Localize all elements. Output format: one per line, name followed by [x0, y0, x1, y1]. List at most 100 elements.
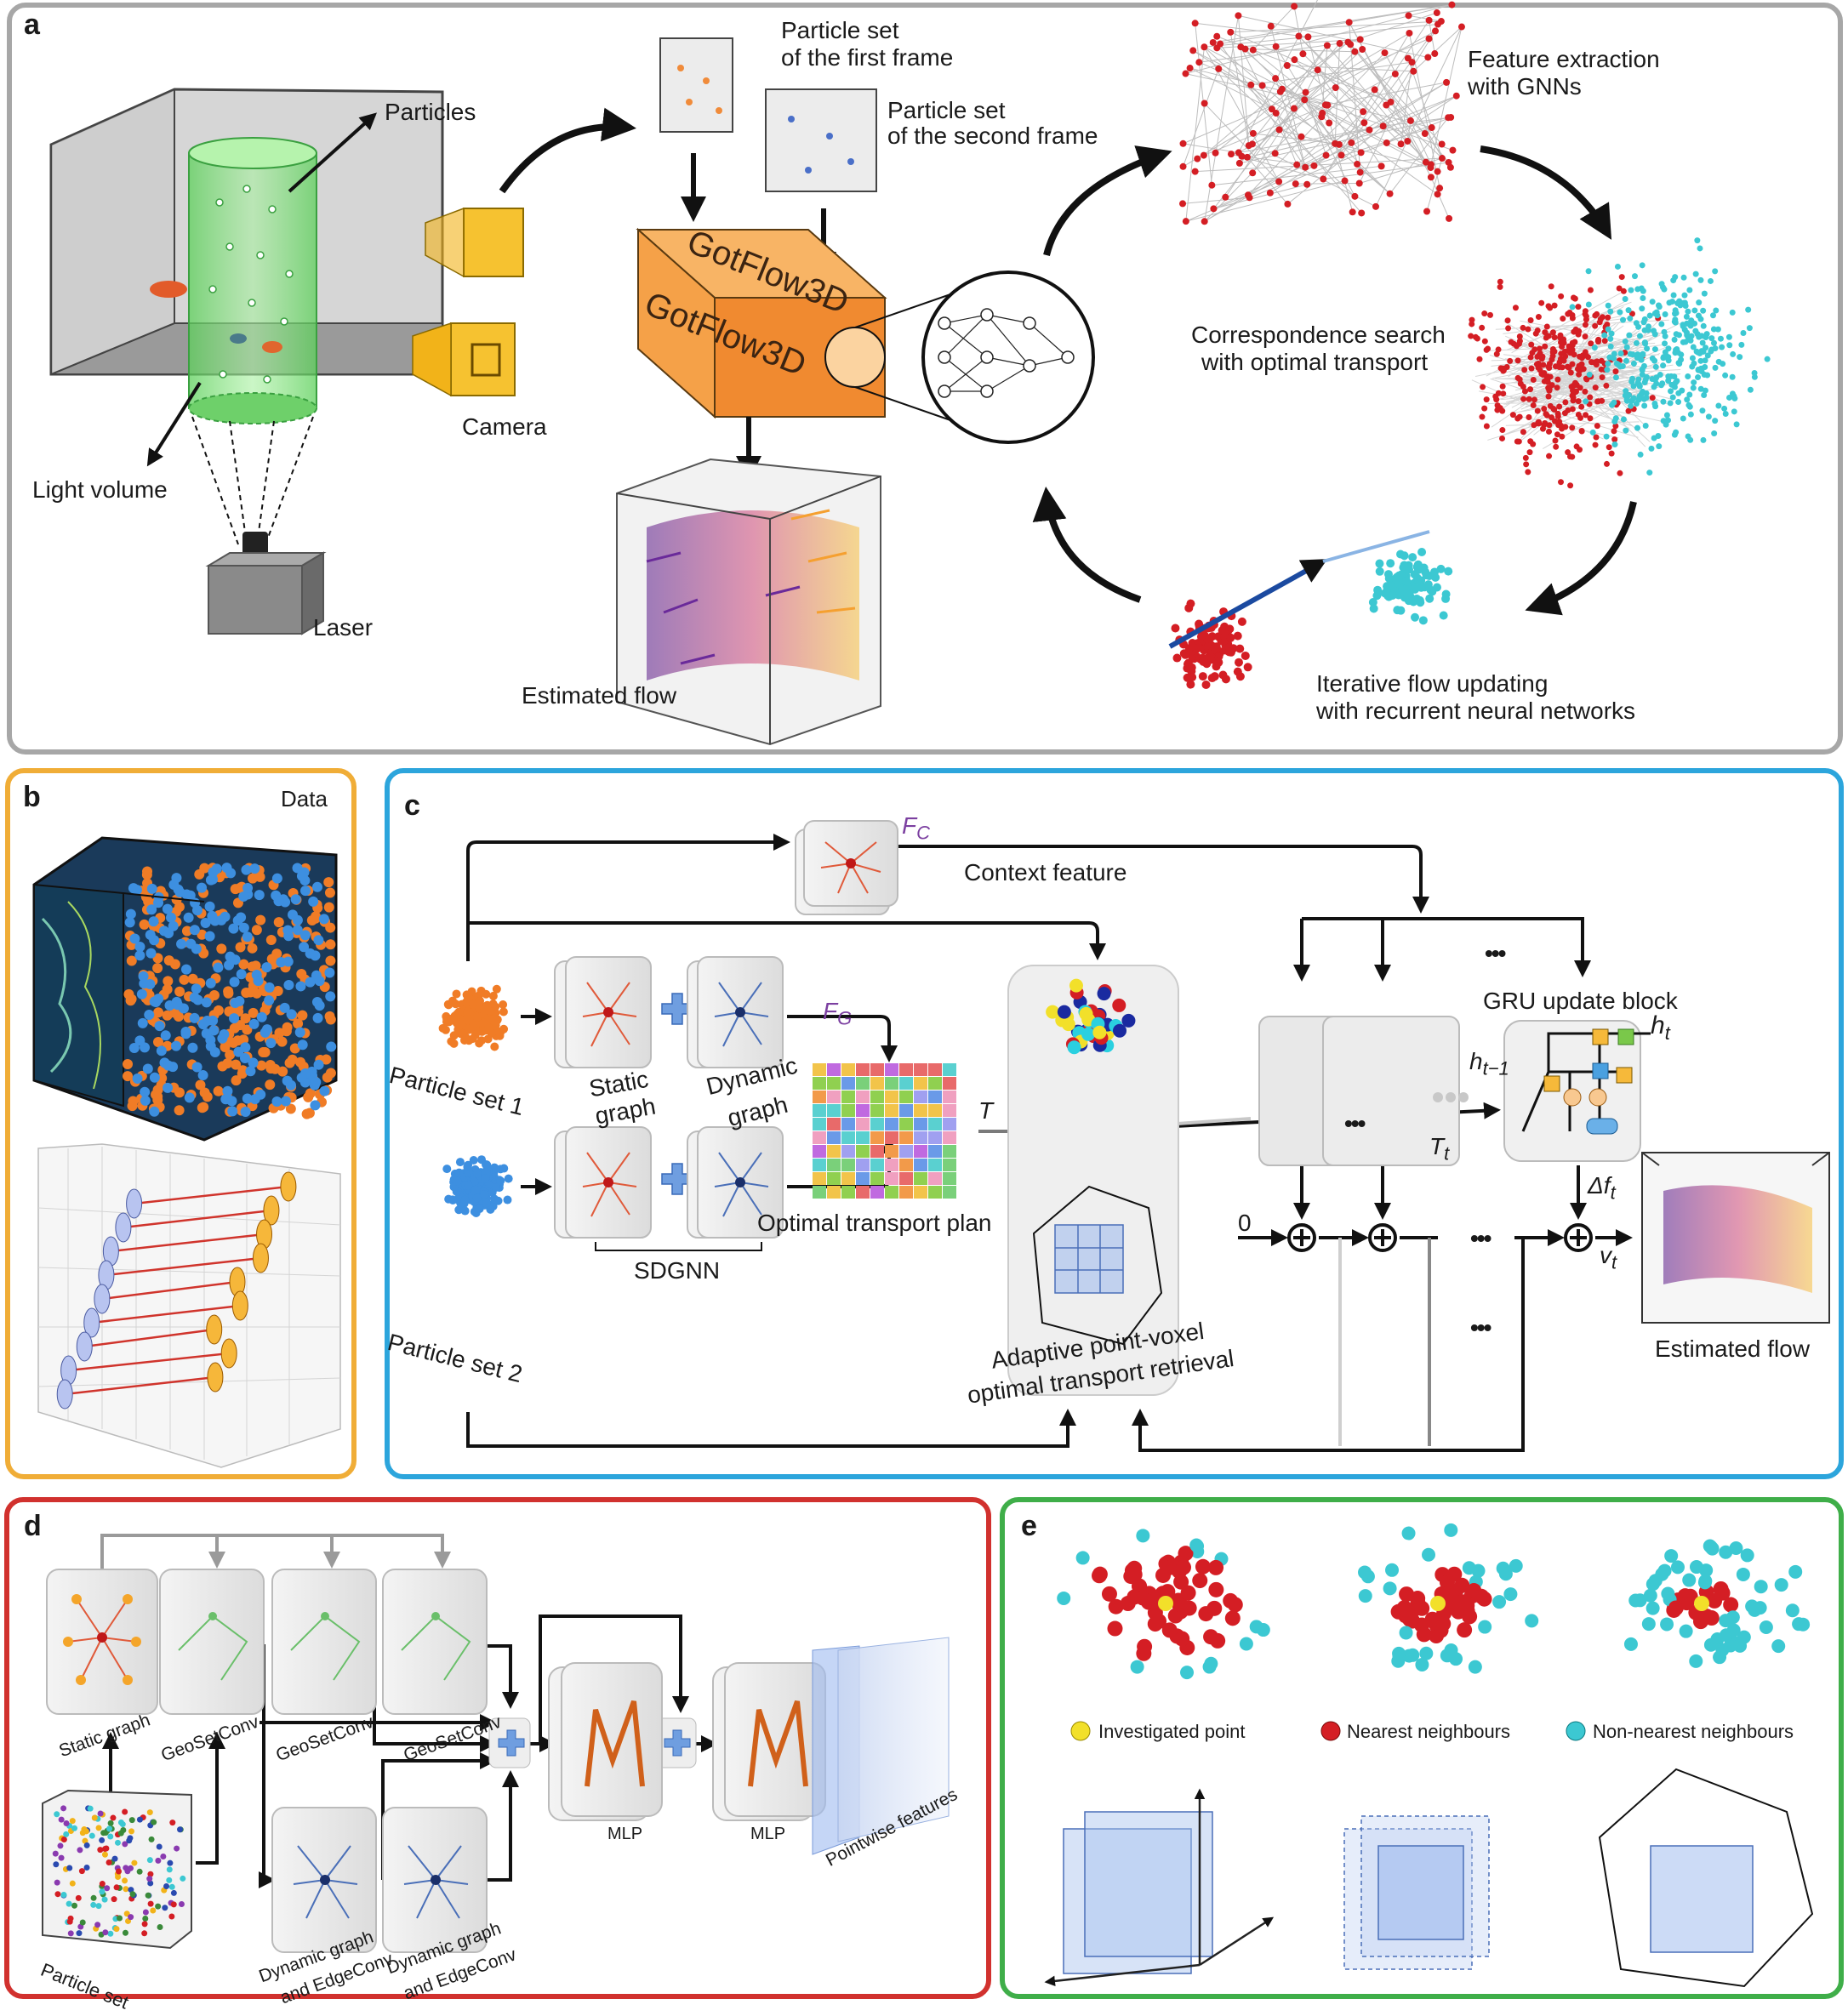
particle-dot [236, 912, 247, 923]
particle-dot [97, 1810, 104, 1817]
particle-dot [1697, 357, 1704, 364]
particle-dot [1373, 589, 1383, 598]
ot-plan-cell [813, 1131, 826, 1144]
particle-dot [156, 1045, 167, 1056]
particle-dot [1551, 302, 1558, 309]
ot-plan-cell [827, 1077, 841, 1090]
particle-dot [1298, 133, 1305, 140]
particle-dot [1593, 434, 1600, 441]
particle-dot [1640, 350, 1646, 357]
graph-edge [1230, 125, 1383, 155]
ot-plan-cell [856, 1159, 870, 1171]
particle-dot [1620, 288, 1627, 294]
ot-plan-cell [813, 1091, 826, 1103]
particle-dot [301, 1108, 312, 1119]
frame2-label-line1: Particle set [887, 97, 1006, 123]
ot-plan-cell [885, 1186, 898, 1199]
particle-dot [227, 1106, 238, 1117]
graph-edge [1495, 378, 1663, 384]
particle-dot [1200, 151, 1207, 159]
particle-dot [1630, 395, 1637, 401]
particle-dot [1468, 1660, 1482, 1674]
ot-plan-cell [856, 1104, 870, 1117]
particle-dot [170, 1889, 177, 1896]
particle-dot [265, 1038, 277, 1049]
particle-dot [256, 1060, 267, 1071]
particle-dot [310, 950, 321, 961]
particle-dot [1075, 1551, 1090, 1565]
particle-dot [150, 1907, 157, 1914]
particle-dot [1695, 374, 1702, 381]
particle-dot [1057, 1005, 1071, 1019]
particle-dot [1685, 433, 1691, 440]
particles-label: Particles [385, 99, 476, 125]
graph-edge [1185, 180, 1345, 222]
particle-dot [63, 1831, 70, 1837]
graph-edge [106, 1256, 261, 1277]
particle-dot [1431, 50, 1439, 58]
particle-dot [1671, 336, 1678, 343]
particle-dot [1571, 382, 1577, 389]
particle-dot [1712, 268, 1719, 275]
particle-dot [242, 882, 254, 893]
particle-dot [1554, 431, 1560, 438]
track-start-marker [126, 1188, 143, 1219]
particle-dot [1069, 978, 1083, 993]
particle-dot [1701, 290, 1708, 297]
ot-plan-cell [885, 1063, 898, 1076]
particle-dot [181, 925, 192, 937]
particle-dot [325, 955, 336, 966]
ot-plan-cell [928, 1118, 942, 1130]
particle-dot [162, 903, 173, 914]
particle-dot [1500, 390, 1507, 397]
particle-dot [313, 935, 324, 946]
particle-dot [1356, 36, 1364, 43]
particle-dot [142, 866, 153, 877]
particle-dot [228, 1037, 239, 1048]
particle-dot [1662, 311, 1668, 318]
particle-dot [176, 938, 187, 949]
particle-dot [1688, 333, 1695, 339]
graph-edge [1203, 88, 1283, 156]
particle-dot [1197, 631, 1206, 641]
frame1-label-line2: of the first frame [781, 44, 954, 71]
ot-plan-cell [914, 1159, 927, 1171]
particle-dot [139, 919, 150, 930]
particle-dot [1628, 379, 1635, 385]
particle-dot [1507, 357, 1514, 364]
graph-edge [1304, 95, 1457, 168]
particle-dot [1525, 469, 1531, 476]
particle-dot [1642, 423, 1649, 430]
panel-a-letter: a [24, 9, 40, 41]
particle-dot [180, 964, 191, 975]
particle-dot [1569, 453, 1576, 460]
particle-dot [153, 897, 164, 908]
particle-dot [1449, 1652, 1463, 1666]
particle-dot [1549, 349, 1556, 356]
particle-dot [168, 920, 179, 931]
particle-dot [324, 887, 335, 898]
particle-dot [1569, 346, 1576, 353]
particle-dot [1112, 998, 1126, 1012]
ot-plan-cell [943, 1118, 956, 1130]
particle-dot [1368, 598, 1377, 607]
graph-edge [1384, 52, 1443, 159]
particle-dot [1646, 323, 1652, 330]
particle-dot [1419, 1646, 1434, 1660]
graph-edge [1185, 181, 1280, 222]
particle-dot [1493, 350, 1500, 357]
ot-plan-cell [827, 1131, 841, 1144]
particle-dot [1685, 373, 1691, 380]
particle-dot [1595, 336, 1602, 343]
particle-dot [491, 1183, 500, 1193]
particle-dot [292, 863, 303, 874]
particle-dot [1605, 361, 1611, 367]
particle-dot [1658, 382, 1665, 389]
particle-dot [87, 1805, 94, 1812]
graph-edge [1252, 49, 1306, 93]
particle-dot [1541, 421, 1548, 428]
particle-dot [221, 863, 232, 874]
particle-dot [1715, 402, 1722, 409]
particle-dot [171, 996, 182, 1007]
particle-dot [1495, 346, 1502, 353]
